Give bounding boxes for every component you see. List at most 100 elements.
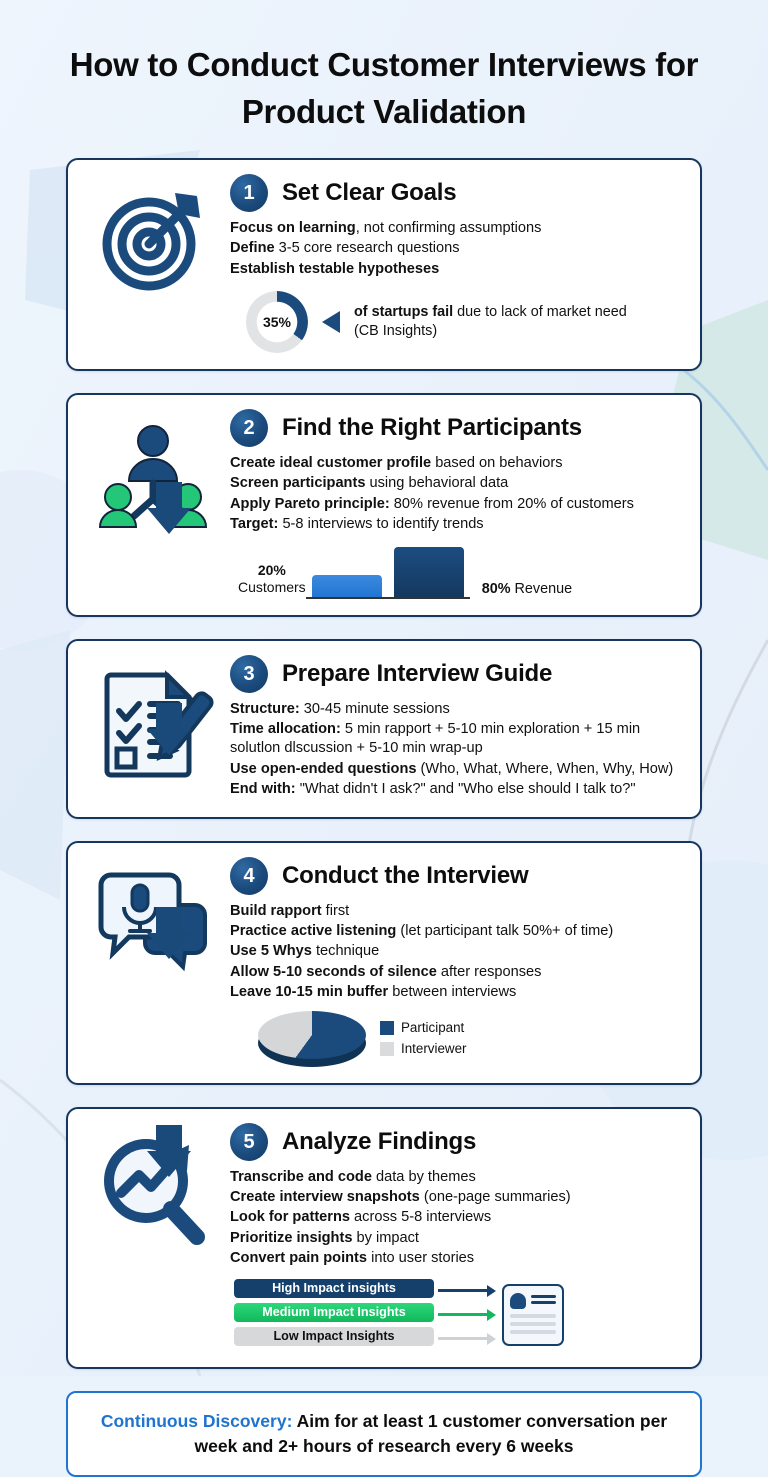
pareto-bar-chart: 20% Customers 80% Revenue [230,543,680,599]
talk-time-pie-chart: Participant Interviewer [230,1010,680,1067]
bullet: Look for patterns across 5-8 interviews [230,1208,680,1227]
step-2-title: Find the Right Participants [282,413,582,441]
bullet: Transcribe and code data by themes [230,1168,680,1187]
step-5-header: 5 Analyze Findings [230,1122,680,1161]
bullet: Prioritize insights by impact [230,1229,680,1248]
bullet: Time allocation: 5 min rapport + 5-10 mi… [230,720,680,759]
bullet-bold: Use open-ended questions [230,760,417,777]
bar-customers [311,574,382,597]
infographic-page: How to Conduct Customer Interviews for P… [66,46,702,1477]
legend-item: Interviewer [380,1039,467,1060]
bullet-bold: Create ideal customer profile [230,454,432,471]
step-card-4[interactable]: 4 Conduct the Interview Build rapport fi… [66,840,702,1085]
bullet-bold: Use 5 Whys [230,943,312,960]
legend-swatch-participant [380,1021,394,1036]
step-5-title: Analyze Findings [282,1127,477,1155]
impact-bar-high: High Impact insights [234,1278,434,1298]
bullet-rest: based on behaviors [431,454,563,471]
bullet: Target: 5-8 interviews to identify trend… [230,515,680,534]
bullet: Structure: 30-45 minute sessions [230,700,680,719]
step-card-1[interactable]: 1 Set Clear Goals Focus on learning, not… [66,157,702,371]
bullet: Allow 5-10 seconds of silence after resp… [230,963,680,982]
step-1-title: Set Clear Goals [282,178,457,206]
bullet-bold: Allow 5-10 seconds of silence [230,963,437,980]
impact-bar-medium: Medium Impact Insights [234,1302,434,1322]
bar-group [305,546,470,599]
bullet-rest: 5 min rapport + 5-10 min exploration + 1… [230,720,641,757]
step-2-bullets: Create ideal customer profile based on b… [230,454,680,535]
step-4-bullets: Build rapport first Practice active list… [230,902,680,1003]
bar-left-percent: 20% [257,561,286,578]
step-1-badge: 1 [230,173,268,212]
connector-arrow-2 [147,702,191,755]
bullet-rest: (one-page summaries) [419,1189,571,1206]
avatar-icon [510,1292,526,1309]
step-4-body: 4 Conduct the Interview Build rapport fi… [228,856,684,1067]
step-5-body: 5 Analyze Findings Transcribe and code d… [228,1122,684,1351]
step-4-badge: 4 [230,856,268,895]
bullet-bold: Transcribe and code [230,1168,372,1185]
donut-caption-bold: of startups fail [354,304,454,321]
user-story-card-icon [502,1283,564,1346]
user-story-card-body-lines [510,1313,556,1334]
bar-right-label: 80% Revenue [470,581,572,599]
bullet-bold: Apply Pareto principle: [230,495,390,512]
step-1-bullets: Focus on learning, not confirming assump… [230,219,680,279]
bar-left-caption: Customers [238,579,306,596]
bullet-rest: , not confirming assumptions [355,219,542,236]
bullet-rest: technique [311,943,380,960]
step-2-badge: 2 [230,408,268,447]
bullet-rest: 5-8 interviews to identify trends [278,516,484,533]
bullet: Leave 10-15 min buffer between interview… [230,983,680,1002]
bullet-rest: across 5-8 interviews [350,1209,492,1226]
bullet: Establish testable hypotheses [230,260,680,279]
impact-arrows [434,1281,496,1348]
step-2-body: 2 Find the Right Participants Create ide… [228,408,684,599]
donut-value-label: 35% [262,313,292,330]
startup-failure-donut-chart: 35% of startups fail due to lack of mark… [230,290,680,353]
bullet: Use open-ended questions (Who, What, Whe… [230,760,680,779]
bullet-bold: Practice active listening [230,923,397,939]
bar-left-label: 20% Customers [238,562,306,599]
pointer-triangle-icon [322,310,340,333]
step-5-badge: 5 [230,1122,268,1161]
user-story-card-title-lines [531,1294,556,1307]
bullet-rest: 3-5 core research questions [274,240,460,257]
bullet-rest: 80% revenue from 20% of customers [389,495,634,512]
bullet-bold: Convert pain points [230,1250,368,1267]
bullet-rest: by impact [352,1229,419,1246]
bullet-rest: data by themes [371,1168,476,1185]
step-1-icon-column [78,174,228,292]
pie-legend: Participant Interviewer [380,1018,467,1060]
bullet-bold: Leave 10-15 min buffer [230,984,389,1001]
bullet-bold: Screen participants [230,475,366,492]
donut-caption-rest: due to lack of market need (CB Insights) [354,304,627,339]
bullet: Use 5 Whys technique [230,942,680,961]
legend-label-interviewer: Interviewer [401,1040,467,1056]
bullet-bold: End with: [230,781,296,798]
connector-arrow-1 [147,481,191,534]
donut-caption: of startups fail due to lack of market n… [354,303,654,340]
step-3-body: 3 Prepare Interview Guide Structure: 30-… [228,654,684,801]
donut-ring [246,290,308,353]
impact-bars: High Impact insights Medium Impact Insig… [234,1278,434,1351]
bullet: Create interview snapshots (one-page sum… [230,1188,680,1207]
impact-prioritization-chart: High Impact insights Medium Impact Insig… [230,1278,680,1351]
pie-top [258,1010,366,1059]
bullet-rest: first [321,902,350,919]
arrow-shaft [156,481,182,508]
step-1-header: 1 Set Clear Goals [230,173,680,212]
arrow-head [147,507,191,534]
bullet-bold: Target: [230,516,279,533]
bar-right-caption: Revenue [510,580,573,597]
bullet: End with: "What didn't I ask?" and "Who … [230,780,680,799]
bullet-bold: Create interview snapshots [230,1189,420,1206]
bullet-bold: Look for patterns [230,1209,350,1226]
bullet: Define 3-5 core research questions [230,239,680,258]
legend-label-participant: Participant [401,1019,465,1035]
bullet-bold: Focus on learning [230,219,356,236]
step-3-badge: 3 [230,654,268,693]
legend-swatch-interviewer [380,1042,394,1056]
arrow-shaft [156,702,182,729]
target-arrow-icon [102,192,200,291]
